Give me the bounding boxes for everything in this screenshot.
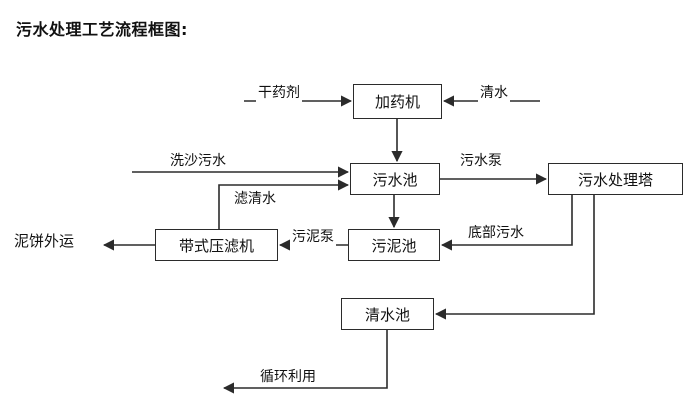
node-sewage-pool[interactable]: 污水池 bbox=[350, 163, 440, 195]
edge-label-sewage-pump: 污水泵 bbox=[458, 150, 504, 170]
edge-tower-to-sludge-pool bbox=[440, 195, 573, 251]
node-label: 污水池 bbox=[372, 170, 418, 189]
edge-label-dry-agent: 干药剂 bbox=[256, 82, 302, 102]
node-label: 加药机 bbox=[374, 93, 420, 111]
page-title: 污水处理工艺流程框图: bbox=[16, 20, 188, 39]
edge-label-recycle-reuse: 循环利用 bbox=[258, 366, 318, 386]
edge-label-sand-washing-sewage: 洗沙污水 bbox=[168, 150, 228, 170]
node-label: 污水处理塔 bbox=[577, 170, 653, 189]
node-label: 带式压滤机 bbox=[178, 236, 254, 255]
terminal-label-mud-cake-transport: 泥饼外运 bbox=[14, 232, 75, 250]
node-label: 污泥池 bbox=[371, 236, 417, 255]
node-label: 清水池 bbox=[364, 305, 410, 324]
node-clear-water-pool[interactable]: 清水池 bbox=[341, 298, 434, 330]
edge-belt-press-to-sewage-pool bbox=[218, 179, 350, 229]
node-dosing-machine[interactable]: 加药机 bbox=[353, 84, 442, 119]
edge-tower-to-clear-pool bbox=[434, 195, 595, 320]
node-sludge-pool[interactable]: 污泥池 bbox=[348, 229, 440, 261]
edge-label-filtrate-water: 滤清水 bbox=[232, 188, 278, 208]
node-belt-filter-press[interactable]: 带式压滤机 bbox=[155, 229, 278, 261]
edge-label-sludge-pump: 污泥泵 bbox=[290, 226, 336, 246]
node-sewage-treatment-tower[interactable]: 污水处理塔 bbox=[548, 163, 683, 195]
edge-label-bottom-sewage: 底部污水 bbox=[466, 222, 526, 242]
edge-label-clean-water: 清水 bbox=[478, 82, 510, 102]
edge-clear-pool-to-recycle bbox=[222, 330, 388, 394]
